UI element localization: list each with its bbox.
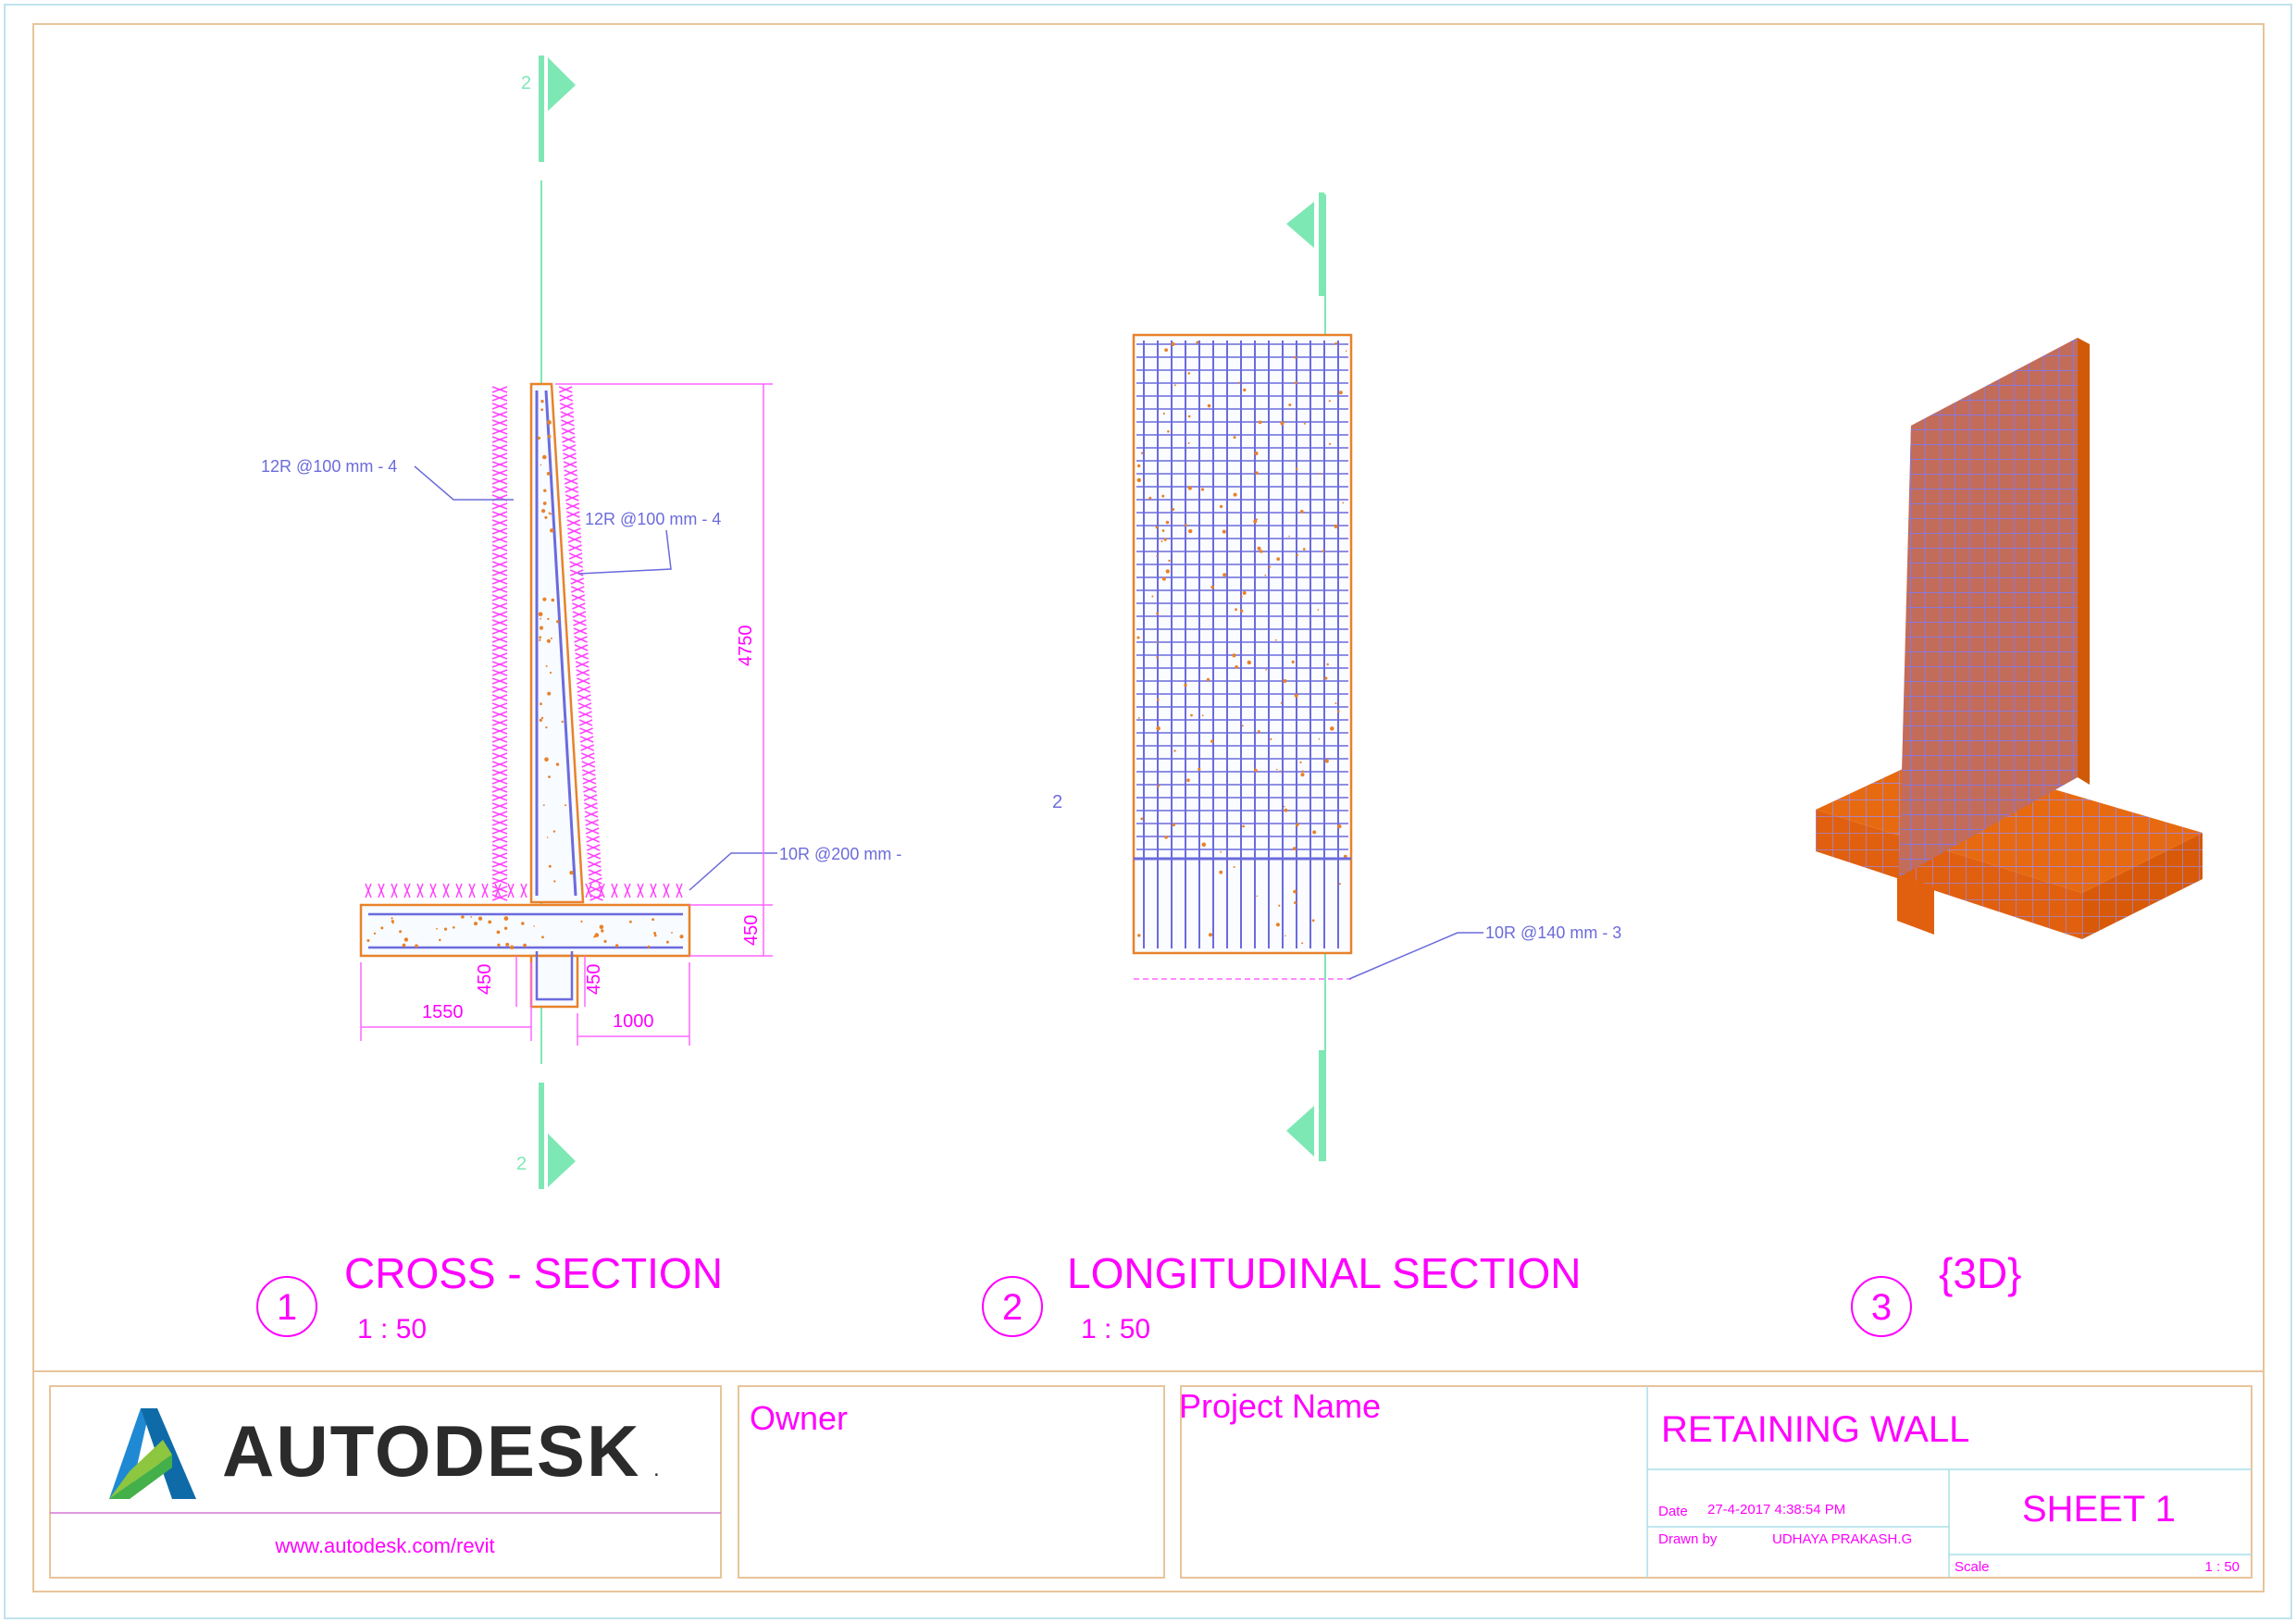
owner-cell [738, 1385, 1165, 1579]
autodesk-logo-icon [109, 1408, 196, 1499]
section-marker-top-label: 2 [521, 73, 531, 93]
dim-base-thickness: 450 [741, 915, 762, 946]
rebar-tag-leader [1348, 932, 1483, 980]
view-number-circle [256, 1276, 317, 1337]
date-label: Date [1658, 1504, 1688, 1519]
section-marker-top-bar [1319, 192, 1324, 296]
sheet-inner-border [32, 23, 2265, 1592]
view-number: 3 [1871, 1287, 1892, 1328]
view-number: 2 [1002, 1287, 1023, 1328]
section-marker-top-bar [539, 56, 544, 162]
autodesk-url[interactable]: www.autodesk.com/revit [274, 1534, 494, 1557]
rebar-tag-base-leader [689, 852, 777, 891]
section-marker-bottom-flag [548, 1134, 576, 1187]
concrete-aggregate [1136, 341, 1347, 945]
wall-stem [529, 382, 585, 904]
3d-stem-overlay [1899, 338, 2078, 877]
logo-text: AUTODESK [222, 1410, 640, 1492]
drawn-by-label: Drawn by [1658, 1531, 1718, 1547]
date-value: 27-4-2017 4:38:54 PM [1707, 1502, 1845, 1518]
3d-base-front-grid [1816, 810, 2082, 939]
wall-elevation-outline [1132, 333, 1353, 955]
3d-stem-grid [1899, 338, 2078, 877]
side-label: 2 [1052, 792, 1062, 812]
project-name-cell [1180, 1385, 2253, 1579]
rebar-tag: 10R @140 mm - 3 [1485, 923, 1621, 942]
cross-section-view: 2 2 12R @100 mm - 4 12R @100 mm - 4 10R … [256, 56, 901, 1344]
title-block: AUTODESK . www.autodesk.com/revit Owner … [33, 1370, 2264, 1579]
stem-rebar-inner [544, 390, 577, 897]
scale-label: Scale [1955, 1559, 1990, 1575]
dimension-lines [360, 383, 773, 1046]
view-number-circle [1851, 1276, 1912, 1337]
3d-base-side-grid [2082, 833, 2203, 939]
dim-heel-length: 1000 [613, 1011, 654, 1032]
view-scale: 1 : 50 [1081, 1314, 1150, 1344]
view-number: 1 [277, 1287, 297, 1328]
project-name-label: Project Name [1179, 1387, 1381, 1425]
rebar-tag-inner: 12R @100 mm - 4 [585, 510, 721, 528]
longitudinal-section-view: 2 10R @140 mm - 3 2 LONGITUDINAL SECTION… [982, 192, 1621, 1344]
owner-label: Owner [750, 1399, 848, 1437]
section-marker-bottom-bar [1319, 1050, 1324, 1161]
drawn-by-value: UDHAYA PRAKASH.G [1772, 1531, 1912, 1547]
dim-stem-height: 4750 [736, 626, 756, 667]
logo-cell [49, 1385, 722, 1579]
section-marker-bottom-bar [539, 1083, 544, 1189]
view-title: {3D} [1939, 1249, 2022, 1297]
dim-key-left: 450 [475, 964, 495, 995]
section-marker-top-flag [548, 57, 576, 111]
scale-value: 1 : 50 [2204, 1559, 2240, 1575]
sheet-outer-border [4, 4, 2292, 1619]
sheet-title: RETAINING WALL [1661, 1409, 1969, 1450]
view-title: CROSS - SECTION [344, 1249, 723, 1297]
view-scale: 1 : 50 [357, 1314, 427, 1344]
view-title: LONGITUDINAL SECTION [1067, 1249, 1581, 1297]
section-marker-bottom-label: 2 [516, 1154, 527, 1174]
concrete-aggregate [366, 400, 684, 949]
section-marker-bottom-flag [1286, 1106, 1314, 1157]
dim-key-right: 450 [584, 964, 604, 995]
section-marker-top-flag [1286, 202, 1314, 248]
3d-shear-key [1897, 874, 1934, 935]
key-rebar [535, 951, 574, 1001]
view-number-circle [982, 1276, 1043, 1337]
view-3d: 3 {3D} [1816, 338, 2203, 1337]
dim-toe-length: 1550 [422, 1002, 464, 1022]
rebar-tag-inner-leader [577, 529, 672, 575]
rebar-tag-outer-leader [414, 465, 514, 501]
sheet-number: SHEET 1 [2022, 1489, 2176, 1530]
base-soil-hatch [365, 883, 683, 898]
stem-soil-hatch [491, 386, 603, 901]
3d-stem-edge [2078, 338, 2090, 785]
rebar-tag-base: 10R @200 mm - [779, 845, 901, 863]
rebar-tag-outer: 12R @100 mm - 4 [261, 457, 397, 476]
logo-registered-mark: . [653, 1456, 660, 1481]
rebar-mesh [1136, 341, 1348, 948]
